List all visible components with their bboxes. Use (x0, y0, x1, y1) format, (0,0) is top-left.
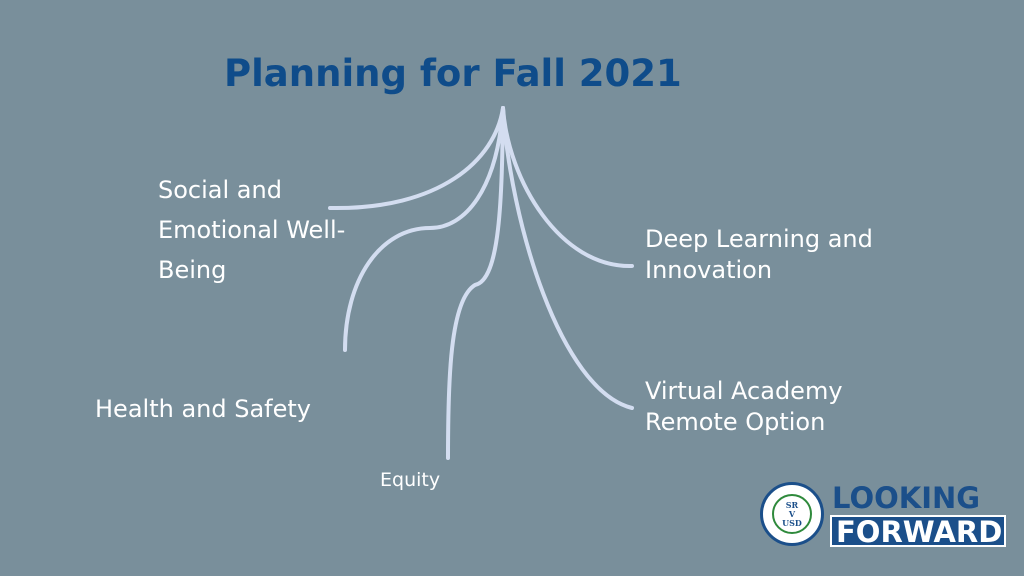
branch-line-virtual (501, 106, 634, 410)
branch-line-equity (446, 106, 505, 460)
looking-forward-logo: SR V USD LOOKING FORWARD (760, 482, 1010, 552)
label-social-emotional: Social and Emotional Well- Being (158, 176, 346, 284)
logo-forward-text: FORWARD (836, 515, 1003, 549)
label-deep-learning: Deep Learning and Innovation (645, 225, 873, 284)
slide-title: Planning for Fall 2021 (224, 52, 682, 95)
branch-line-health (343, 106, 505, 352)
branch-line-social (328, 106, 505, 211)
logo-forward-box: FORWARD (830, 515, 1006, 549)
label-health-safety: Health and Safety (95, 395, 311, 423)
district-seal-icon: SR V USD (760, 482, 824, 546)
label-equity: Equity (380, 469, 441, 491)
label-virtual-academy: Virtual Academy Remote Option (645, 377, 843, 436)
logo-looking-text: LOOKING (832, 481, 981, 515)
branch-line-deep (501, 106, 634, 269)
